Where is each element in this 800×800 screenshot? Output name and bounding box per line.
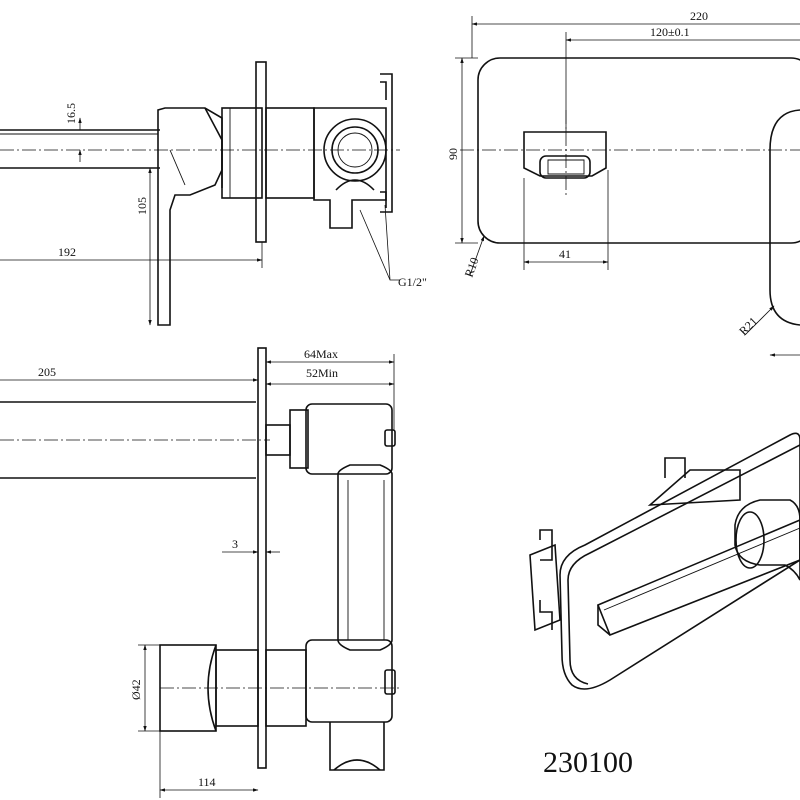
dim-thread: G1/2" bbox=[398, 275, 427, 289]
front-view: 220 120±0.1 90 R10 41 R21 bbox=[446, 9, 800, 357]
dim-64max: 64Max bbox=[304, 347, 338, 361]
dim-16-5: 16.5 bbox=[64, 103, 78, 124]
dim-114: 114 bbox=[198, 775, 216, 789]
dim-205: 205 bbox=[38, 365, 56, 379]
dim-3: 3 bbox=[232, 537, 238, 551]
dim-105: 105 bbox=[135, 197, 149, 215]
dim-52min: 52Min bbox=[306, 366, 338, 380]
dim-41: 41 bbox=[559, 247, 571, 261]
side-view: 16.5 105 192 G1/2" bbox=[0, 61, 427, 326]
dim-90: 90 bbox=[446, 148, 460, 160]
dim-192: 192 bbox=[58, 245, 76, 259]
dim-120: 120±0.1 bbox=[650, 25, 690, 39]
dim-r21: R21 bbox=[736, 314, 760, 338]
dim-220: 220 bbox=[690, 9, 708, 23]
dim-42: Ø42 bbox=[129, 679, 143, 700]
model-number: 230100 bbox=[543, 746, 633, 779]
top-view: 205 64Max 52Min 3 Ø42 bbox=[0, 347, 400, 798]
dim-r10: R10 bbox=[462, 255, 482, 279]
isometric-view bbox=[529, 432, 800, 690]
